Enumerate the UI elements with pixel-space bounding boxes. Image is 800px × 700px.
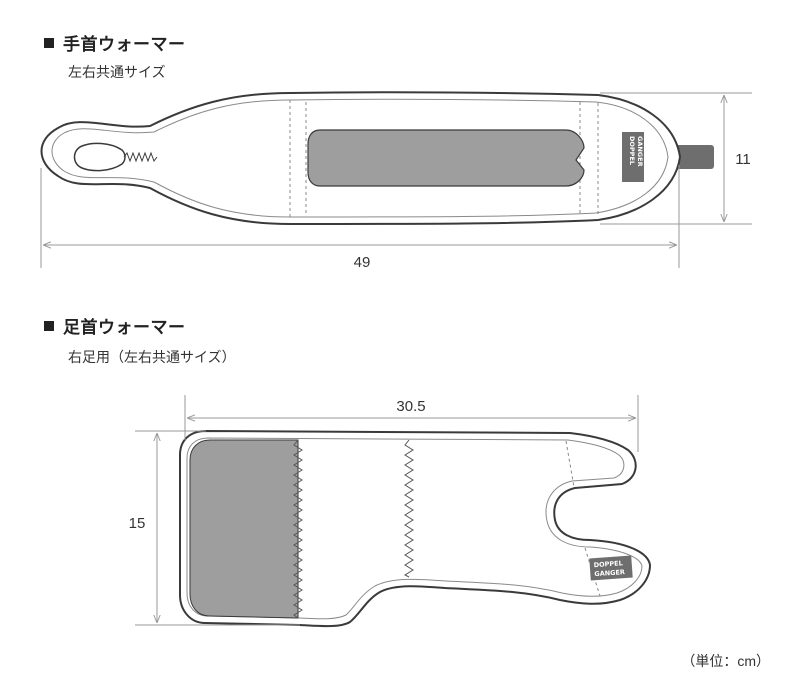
ankle-logo-line1: DOPPEL	[593, 559, 623, 569]
ankle-zigzag-seam-right	[403, 439, 414, 578]
ankle-inner-seam	[186, 437, 643, 620]
ankle-height-label: 15	[129, 515, 146, 532]
ankle-warmer-title: 足首ウォーマー	[63, 318, 186, 337]
ankle-gray-panel	[189, 439, 299, 619]
wrist-gray-pad	[307, 129, 585, 187]
ankle-warmer-heading: 足首ウォーマー	[44, 313, 186, 338]
wrist-warmer-title: 手首ウォーマー	[63, 35, 186, 54]
wrist-brand-logo: DOPPEL GANGER	[622, 132, 644, 182]
wrist-length-label: 49	[354, 254, 371, 271]
wrist-spring	[123, 151, 158, 163]
wrist-thumb-loop	[73, 142, 126, 172]
wrist-warmer-drawing: DOPPEL GANGER	[40, 91, 714, 226]
square-bullet-icon	[44, 320, 54, 331]
wrist-warmer-heading: 手首ウォーマー	[44, 30, 186, 55]
wrist-dimension-height: 11	[600, 92, 752, 225]
wrist-height-label: 11	[735, 151, 751, 168]
unit-label: （単位：cm）	[681, 653, 770, 669]
square-bullet-icon	[44, 37, 54, 48]
ankle-warmer-drawing: DOPPEL GANGER	[179, 429, 652, 628]
ankle-dashed-seam	[565, 440, 575, 488]
ankle-zigzag-seam-left	[293, 439, 303, 619]
wrist-warmer-subtitle: 左右共通サイズ	[68, 64, 166, 80]
wrist-inner-seam	[51, 98, 669, 218]
wrist-dimension-length: 49	[40, 165, 680, 271]
wrist-velcro-tab	[672, 145, 714, 169]
ankle-brand-logo: DOPPEL GANGER	[589, 555, 633, 581]
ankle-warmer-subtitle: 右足用（左右共通サイズ）	[68, 349, 236, 365]
ankle-dimension-width: 30.5	[184, 395, 639, 452]
ankle-width-label: 30.5	[396, 398, 425, 415]
wrist-logo-line2: GANGER	[636, 136, 644, 167]
ankle-dimension-height: 15	[129, 430, 300, 626]
ankle-logo-line2: GANGER	[594, 568, 625, 578]
wrist-logo-line1: DOPPEL	[628, 136, 636, 165]
